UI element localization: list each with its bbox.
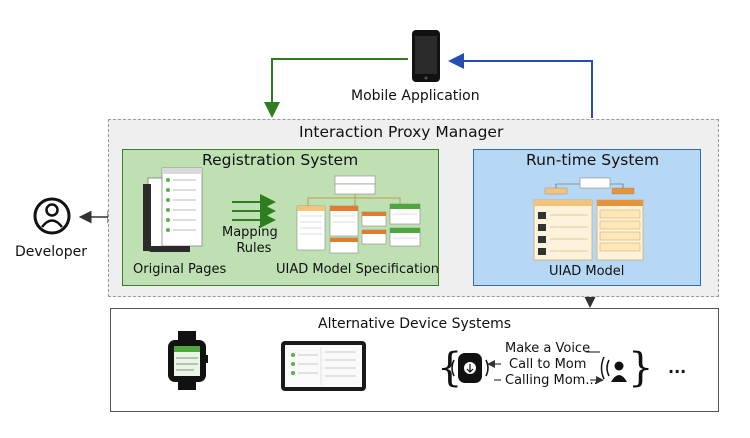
mapping-rules-line1: Mapping <box>222 225 278 240</box>
phone-to-proxy-arrow <box>264 58 408 118</box>
speaking-user-icon <box>600 356 627 382</box>
voice-line-3: Calling Mom... <box>505 373 598 388</box>
proxy-manager-title: Interaction Proxy Manager <box>299 123 504 141</box>
more-devices-ellipsis: ... <box>668 358 687 377</box>
mapping-rules-label: Mapping Rules <box>222 225 278 257</box>
uiad-model-label: UIAD Model <box>549 264 625 279</box>
mapping-rules-line2: Rules <box>236 241 272 256</box>
uiad-spec-label: UIAD Model Specification <box>276 262 440 277</box>
runtime-system-title: Run-time System <box>526 151 660 169</box>
voice-line-1: Make a Voice <box>505 341 591 356</box>
developer-label: Developer <box>15 244 88 260</box>
registration-system-title: Registration System <box>202 151 359 169</box>
alternative-devices-title: Alternative Device Systems <box>318 316 512 332</box>
smart-speaker-icon <box>451 353 489 383</box>
mobile-app-label: Mobile Application <box>351 88 480 104</box>
voice-dialog-text: Make a Voice Call to Mom Calling Mom... <box>505 341 598 389</box>
original-pages-label: Original Pages <box>133 262 227 277</box>
alternative-devices-box <box>110 308 719 412</box>
voice-line-2: Call to Mom <box>509 357 587 372</box>
svg-text:}: } <box>628 345 653 391</box>
proxy-to-phone-arrow <box>448 53 593 118</box>
